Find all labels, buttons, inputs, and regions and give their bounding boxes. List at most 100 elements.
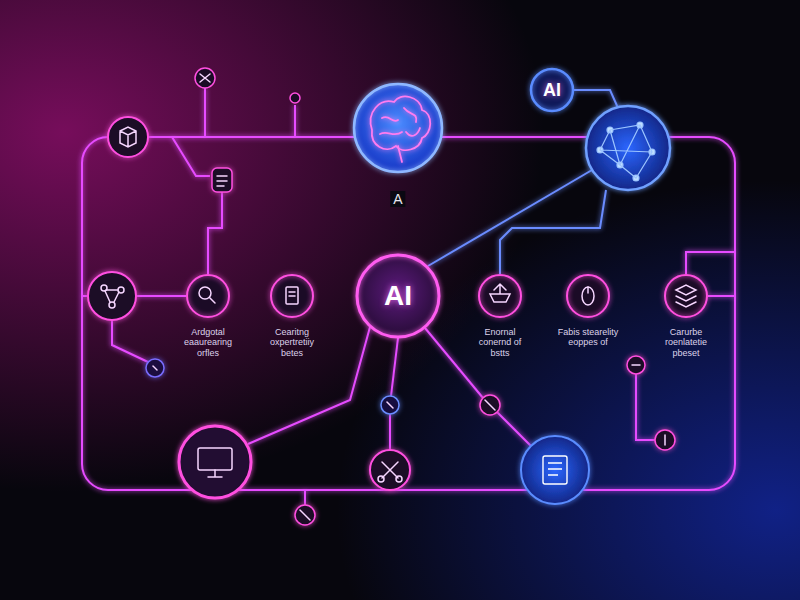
icon-glyphs-part	[198, 448, 232, 470]
circuit-wires-part	[112, 320, 148, 362]
icon-circles-part	[627, 356, 645, 374]
globe-network-part	[600, 125, 652, 178]
connector-line	[440, 295, 478, 297]
brain-illustration-part	[398, 146, 402, 162]
circuit-wires-part	[686, 252, 735, 274]
blue-wires-part	[574, 90, 618, 108]
circuit-wires-part	[150, 137, 210, 176]
connector-line	[314, 295, 356, 297]
node-ring	[270, 274, 314, 318]
feature-caption: Fabis stearelity eoppes of	[556, 327, 620, 348]
node-fills-part	[664, 274, 708, 318]
circuit-wires-part	[708, 295, 735, 297]
node-ring	[664, 274, 708, 318]
icon-glyphs-part	[200, 74, 210, 82]
icon-circles-part	[195, 68, 215, 88]
circuit-wires-part	[204, 88, 206, 137]
circuit-wires-part	[304, 490, 306, 505]
icon-glyphs-part	[587, 287, 589, 293]
node-ring	[566, 274, 610, 318]
connector-line	[230, 295, 270, 297]
globe-network	[597, 122, 655, 181]
feature-caption: Ardgotal eaaurearing orfles	[176, 327, 240, 358]
node-fills-part	[478, 274, 522, 318]
feature-caption: Enornal conernd of bstts	[468, 327, 532, 358]
brain-illustration-part	[380, 108, 420, 136]
node-outline	[531, 69, 573, 111]
icon-circles-part	[88, 272, 136, 320]
feature-caption: Carurbe roenlatetie pbeset	[654, 327, 718, 358]
blue-wires-part	[428, 170, 592, 266]
icon-glyphs	[101, 74, 696, 520]
icon-circles-part	[521, 436, 589, 504]
icon-glyphs-part	[396, 476, 402, 482]
node-fills-part	[566, 274, 610, 318]
icon-circles-part	[108, 117, 148, 157]
node-fills	[186, 68, 708, 338]
icon-circles-part	[480, 395, 500, 415]
circuit-wires-part	[208, 192, 222, 274]
icon-glyphs-part	[109, 302, 115, 308]
node-outline	[479, 275, 521, 317]
icon-glyphs-part	[664, 435, 666, 445]
brain-illustration	[371, 96, 431, 162]
icon-circles-part	[212, 168, 232, 192]
icon-glyphs-part	[490, 284, 510, 302]
feature-caption: Cearitng oxpertretiiy betes	[260, 327, 324, 358]
document-glyph-part	[548, 463, 562, 475]
icon-circles-part	[290, 93, 300, 103]
ai-hub-text: AI	[384, 282, 412, 310]
blue-wires-part	[500, 190, 606, 274]
icon-circles	[88, 68, 675, 525]
circuit-wires-part	[136, 295, 186, 297]
icon-circles-part	[586, 106, 670, 190]
ai-badge-text: AI	[543, 81, 561, 99]
node-ring	[186, 274, 230, 318]
circuit-wires-part	[391, 338, 398, 396]
feature-circle: Cearitng oxpertretiiy betes	[270, 274, 314, 318]
feature-circle: Ardgotal eaaurearing orfles	[186, 274, 230, 318]
circuit-wires-part	[636, 374, 655, 440]
icon-glyphs-part	[286, 287, 298, 304]
icon-circles-part	[655, 430, 675, 450]
node-outline	[271, 275, 313, 317]
icon-circles-part	[295, 505, 315, 525]
icon-glyphs-part	[217, 176, 227, 186]
node-outline	[187, 275, 229, 317]
circuit-wires-part	[389, 414, 391, 450]
node-ring	[478, 274, 522, 318]
node-fills-part	[186, 274, 230, 318]
icon-glyphs-part	[210, 298, 216, 304]
blue-wires	[428, 90, 618, 274]
ai-hub-circle: AI	[356, 254, 440, 338]
connector-line	[397, 173, 399, 254]
icon-glyphs-part	[387, 402, 393, 408]
connector-line	[610, 295, 664, 297]
icon-glyphs-part	[300, 510, 310, 520]
icon-glyphs-part	[485, 400, 495, 410]
circuit-wires-part	[425, 328, 483, 398]
circuit-wires-part	[248, 327, 370, 444]
connector-line	[431, 97, 531, 99]
icon-glyphs-part	[382, 462, 398, 478]
circuit-wires	[82, 88, 735, 505]
icon-glyphs-part	[120, 127, 136, 147]
document-glyph-part	[543, 456, 567, 484]
icon-glyphs-part	[632, 364, 640, 366]
icon-circles-part	[370, 450, 410, 490]
icon-glyphs-part	[208, 470, 222, 477]
icon-glyphs-part	[153, 366, 157, 370]
ai-badge-circle: AI	[530, 68, 574, 112]
node-outline	[665, 275, 707, 317]
circuit-wires-part	[497, 412, 531, 446]
feature-circle: Enornal conernd of bstts	[478, 274, 522, 318]
node-outline	[354, 84, 442, 172]
node-fills-part	[530, 68, 574, 112]
icon-glyphs-part	[378, 476, 384, 482]
connectors	[230, 98, 664, 297]
icon-circles-part	[179, 426, 251, 498]
node-fills-part	[356, 254, 440, 338]
